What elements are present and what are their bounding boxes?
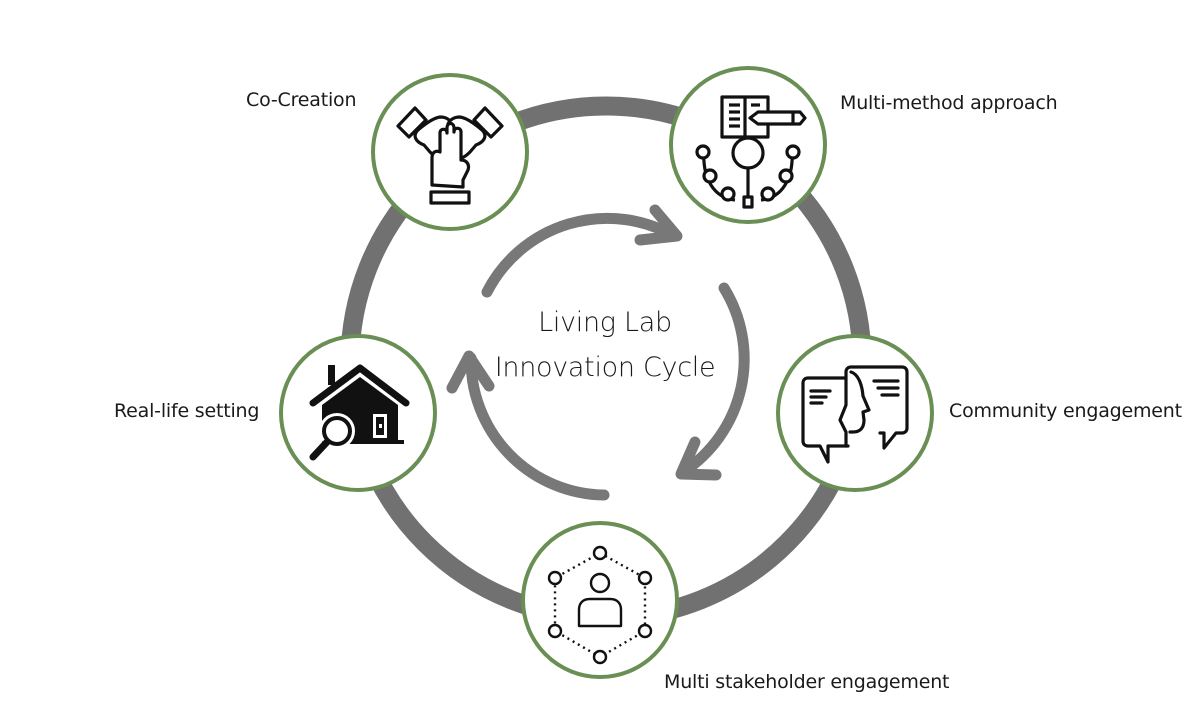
speech-bubbles-head-icon	[801, 365, 909, 464]
node-stakeholder	[521, 521, 679, 679]
arrow-right	[677, 282, 750, 478]
arrow-left	[465, 352, 610, 501]
label-multi-method: Multi-method approach	[840, 92, 1058, 114]
label-community: Community engagement	[949, 400, 1182, 422]
node-co-creation	[371, 73, 529, 231]
label-stakeholder: Multi stakeholder engagement	[664, 671, 950, 693]
research-network-icon	[695, 95, 807, 209]
node-real-life	[279, 334, 437, 492]
node-multi-method	[669, 66, 827, 224]
arrowhead-top	[634, 204, 683, 246]
inner-cycle-arrows	[446, 204, 750, 501]
house-magnifier-icon	[309, 364, 410, 461]
person-network-icon	[547, 545, 653, 665]
arrowhead-right	[675, 436, 722, 481]
label-co-creation: Co-Creation	[246, 89, 357, 111]
node-community	[776, 334, 934, 492]
hands-together-icon	[396, 106, 504, 205]
arrowhead-left	[446, 350, 495, 394]
arrow-top	[481, 212, 680, 298]
label-real-life: Real-life setting	[114, 400, 260, 422]
center-title-line2: Innovation Cycle	[494, 352, 716, 383]
center-title-line1: Living Lab	[538, 307, 672, 338]
